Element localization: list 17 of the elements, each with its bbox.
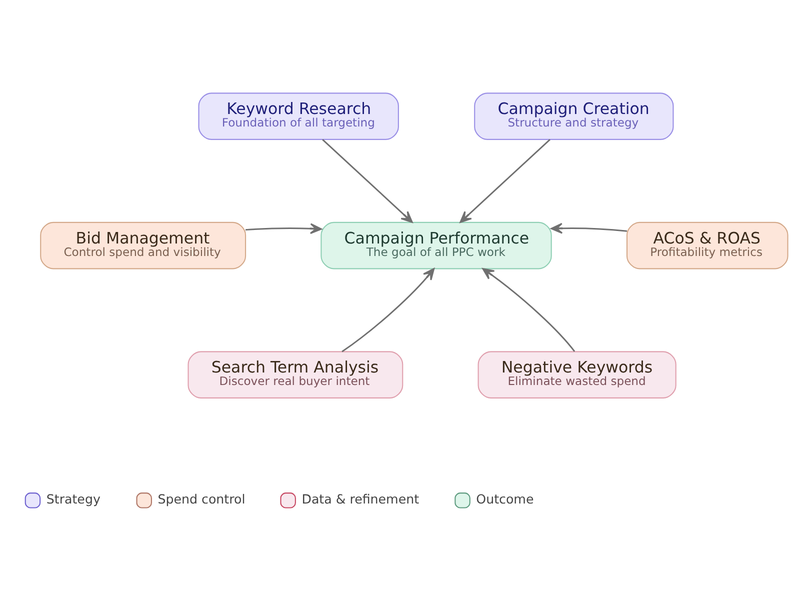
arrow	[460, 138, 550, 223]
legend-label: Spend control	[158, 492, 246, 507]
legend-label: Strategy	[46, 492, 100, 507]
node-box: Campaign Performance The goal of all PPC work	[320, 222, 552, 270]
legend-label: Data & refinement	[302, 492, 420, 507]
arrow	[550, 222, 628, 234]
node-box: Search Term Analysis Discover real buyer intent	[188, 351, 404, 398]
node-box: Keyword Research Foundation of all targeting	[198, 92, 399, 140]
node-box: Negative Keywords Eliminate wasted spend	[478, 351, 676, 398]
node-box: Bid Management Control spend and visibility	[40, 222, 246, 270]
arrow	[482, 268, 576, 352]
node-box: ACoS & ROAS Profitability metrics	[626, 222, 788, 270]
node-box: Campaign Creation Structure and strategy	[474, 92, 674, 140]
arrow	[342, 268, 435, 352]
legend-label: Outcome	[476, 492, 534, 507]
arrow	[322, 138, 413, 223]
arrow	[246, 223, 322, 234]
